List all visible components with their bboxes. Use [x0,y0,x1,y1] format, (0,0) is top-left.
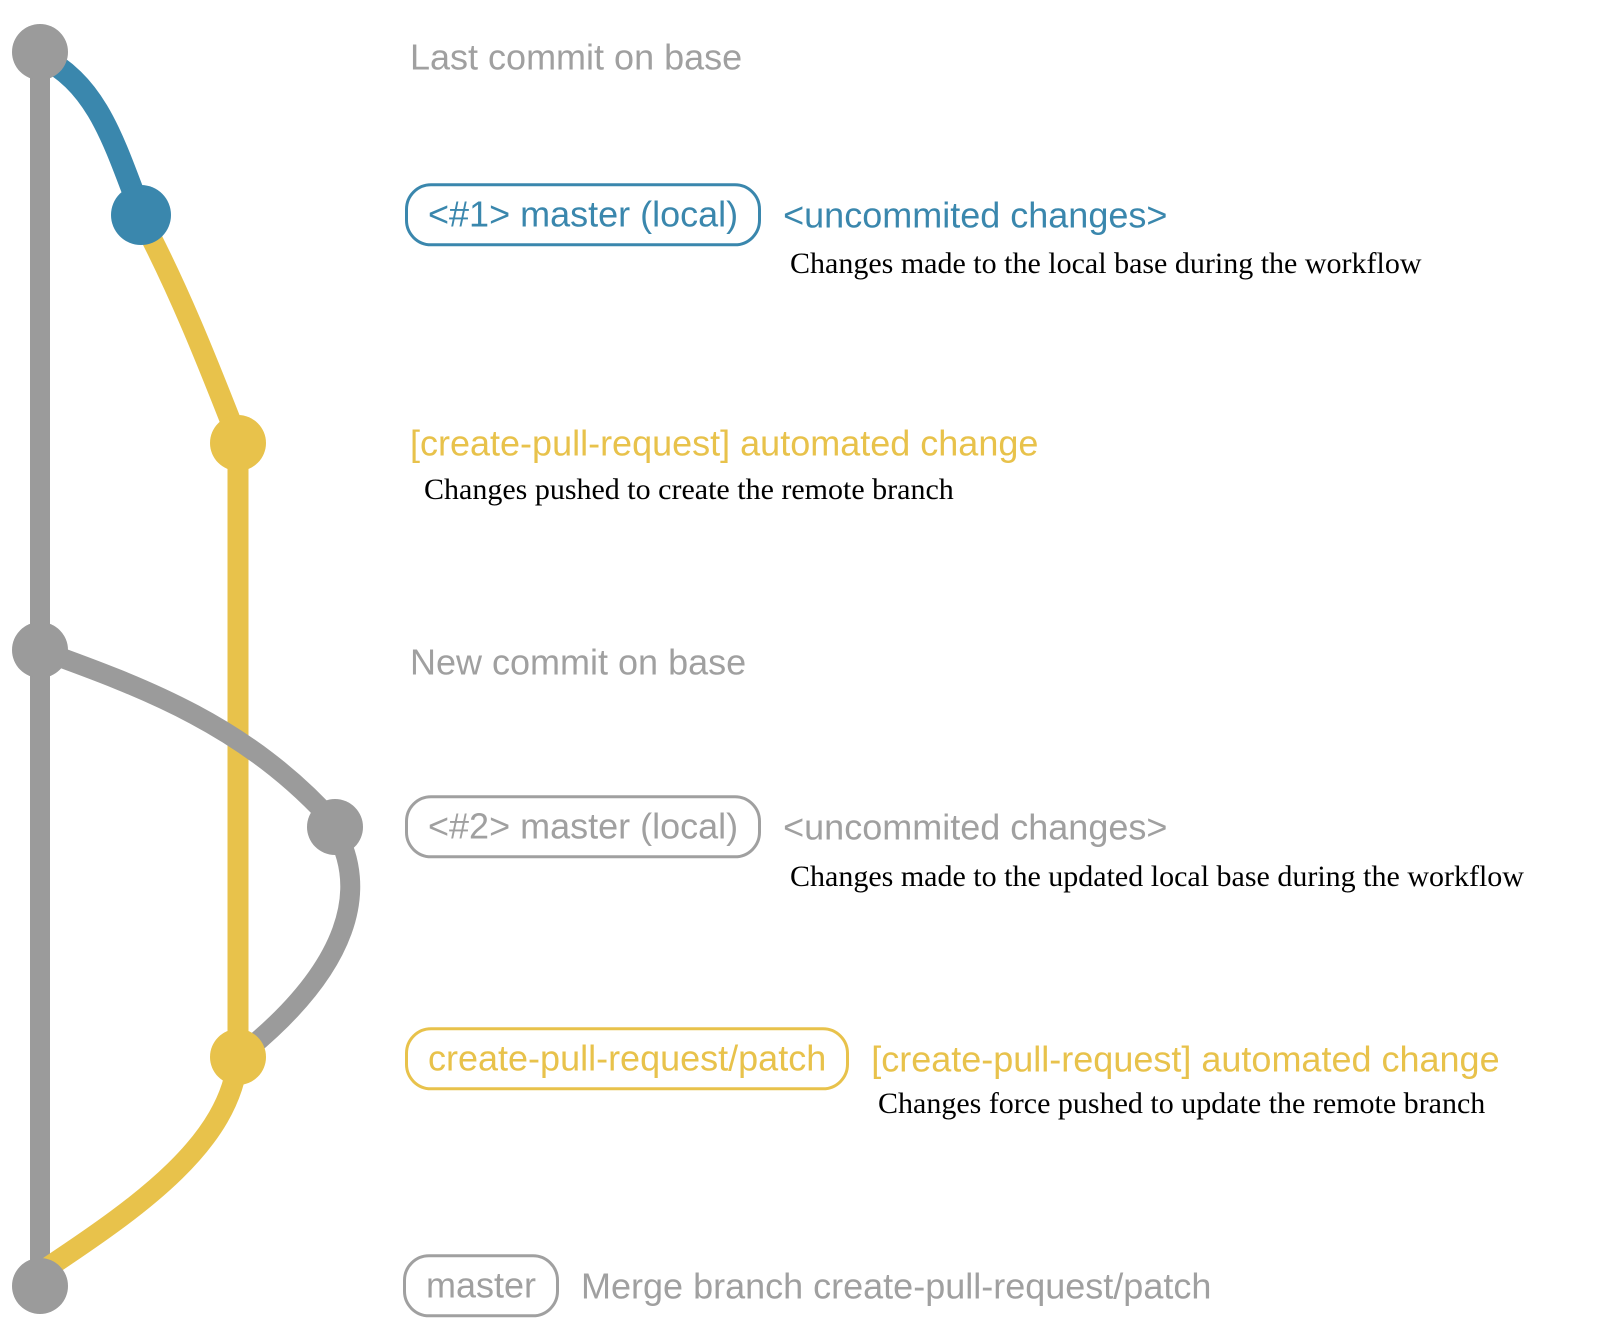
description-automated-change-1: Changes pushed to create the remote bran… [424,472,954,506]
commit-graph [12,24,363,1314]
branch-badge-create-pull-request-patch: create-pull-request/patch [405,1027,850,1091]
local-branch-curve-2 [30,640,345,834]
patch-branch-curve-1 [130,207,249,451]
branch-badge-master: master [403,1254,560,1318]
commit-node-patch-1 [210,415,266,471]
row-local-2: <#2> master (local) <uncommited changes> [405,795,1168,859]
commit-node-patch-2 [210,1029,266,1085]
patch-merge-curve [39,1046,249,1277]
branch-badge-master-local-1: <#1> master (local) [405,183,762,247]
row-local-1: <#1> master (local) <uncommited changes> [405,183,1168,247]
branch-badge-master-local-2: <#2> master (local) [405,795,762,859]
label-merge-branch: Merge branch create-pull-request/patch [581,1265,1212,1307]
commit-node-last-base [12,24,68,80]
label-uncommited-changes-1: <uncommited changes> [783,194,1168,236]
row-patch-branch: create-pull-request/patch [create-pull-r… [405,1027,1500,1091]
label-automated-change-1: [create-pull-request] automated change [410,422,1039,464]
description-local-1: Changes made to the local base during th… [790,246,1422,280]
label-uncommited-changes-2: <uncommited changes> [783,806,1168,848]
label-automated-change-2: [create-pull-request] automated change [871,1038,1500,1080]
label-last-commit-on-base: Last commit on base [410,36,743,78]
description-automated-change-2: Changes force pushed to update the remot… [878,1086,1486,1120]
commit-node-local-1 [111,185,171,245]
commit-node-local-2 [307,799,363,855]
row-merge: master Merge branch create-pull-request/… [403,1254,1212,1318]
label-new-commit-on-base: New commit on base [410,641,747,683]
description-local-2: Changes made to the updated local base d… [790,859,1524,893]
local-to-patch-curve [231,820,361,1065]
commit-node-merge [12,1258,68,1314]
commit-node-new-base [12,622,68,678]
